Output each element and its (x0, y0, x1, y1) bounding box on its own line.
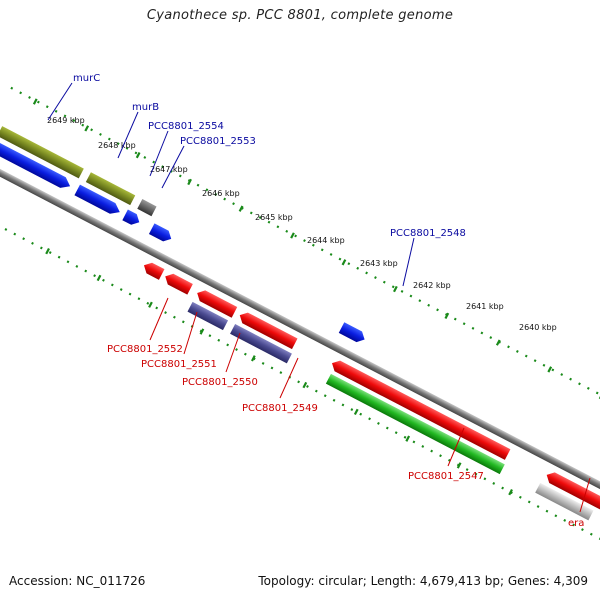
gene-2550-feature[interactable] (187, 301, 229, 331)
tick-label: 2642 kbp (413, 281, 451, 290)
tick-label: 2640 kbp (519, 323, 557, 332)
gene-2552-arrow[interactable] (141, 260, 165, 280)
leader-line (47, 82, 73, 121)
leader-line (579, 477, 591, 513)
gene-small-blue-arrow[interactable] (122, 209, 142, 228)
gene-2550-red-arrow[interactable] (194, 288, 238, 318)
tick-label: 2641 kbp (466, 302, 504, 311)
genome-backbone (0, 151, 600, 509)
genome-summary-text: Topology: circular; Length: 4,679,413 bp… (258, 574, 588, 588)
reverse-gene-labels: PCC8801_2552 PCC8801_2551 PCC8801_2550 P… (107, 297, 591, 529)
kbp-tick-labels: 2649 kbp 2648 kbp 2647 kbp 2646 kbp 2645… (47, 116, 557, 332)
leader-line (225, 332, 241, 373)
gene-label-murB[interactable]: murB (132, 102, 159, 113)
leader-line (279, 357, 299, 399)
gene-small-blue-arrow-2[interactable] (148, 223, 174, 244)
tick-label: 2648 kbp (98, 141, 136, 150)
tick-label: 2644 kbp (307, 236, 345, 245)
gene-label-2548[interactable]: PCC8801_2548 (390, 228, 466, 239)
tick-label: 2646 kbp (202, 189, 240, 198)
gene-label-2553[interactable]: PCC8801_2553 (180, 136, 256, 147)
outer-tick-ring (10, 86, 600, 431)
tick-label: 2645 kbp (255, 213, 293, 222)
gene-2547-feature[interactable] (325, 373, 505, 475)
leader-line (161, 145, 185, 189)
gene-2553-arrow[interactable] (74, 184, 122, 218)
outer-major-ticks (32, 98, 600, 400)
tick-label: 2649 kbp (47, 116, 85, 125)
gene-label-2552[interactable]: PCC8801_2552 (107, 344, 183, 355)
genome-track (0, 86, 600, 544)
inner-tick-ring (0, 200, 600, 544)
gene-label-2554[interactable]: PCC8801_2554 (148, 121, 224, 132)
accession-text: Accession: NC_011726 (9, 574, 146, 588)
leader-line (402, 237, 415, 287)
forward-gene-labels: murC murB PCC8801_2554 PCC8801_2553 PCC8… (47, 73, 466, 287)
gene-2554-arrow[interactable] (0, 140, 73, 191)
gene-2549-feature[interactable] (230, 324, 292, 364)
gene-small-dark-feature[interactable] (137, 199, 157, 217)
gene-label-era[interactable]: era (568, 518, 584, 529)
tick-label: 2643 kbp (360, 259, 398, 268)
leader-line (183, 311, 198, 355)
gene-era-feature[interactable] (535, 482, 594, 521)
gene-label-murC[interactable]: murC (73, 73, 100, 84)
gene-2551-arrow[interactable] (162, 271, 193, 295)
gene-era-red-arrow[interactable] (544, 470, 600, 511)
tick-label: 2647 kbp (150, 165, 188, 174)
leader-line (447, 427, 465, 467)
gene-murC-feature[interactable] (0, 126, 84, 179)
gene-label-2547[interactable]: PCC8801_2547 (408, 471, 484, 482)
gene-label-2550[interactable]: PCC8801_2550 (182, 377, 258, 388)
leader-line (117, 111, 139, 159)
gene-2547-red-arrow[interactable] (329, 358, 511, 460)
gene-murB-feature[interactable] (85, 172, 136, 206)
map-title: Cyanothece sp. PCC 8801, complete genome (146, 8, 454, 23)
leader-line (149, 297, 169, 341)
gene-label-2549[interactable]: PCC8801_2549 (242, 403, 318, 414)
gene-2548-arrow[interactable] (338, 322, 368, 345)
inner-major-ticks (45, 248, 513, 496)
gene-label-2551[interactable]: PCC8801_2551 (141, 359, 217, 370)
gene-2549-red-arrow[interactable] (237, 310, 298, 350)
leader-line (149, 130, 169, 177)
